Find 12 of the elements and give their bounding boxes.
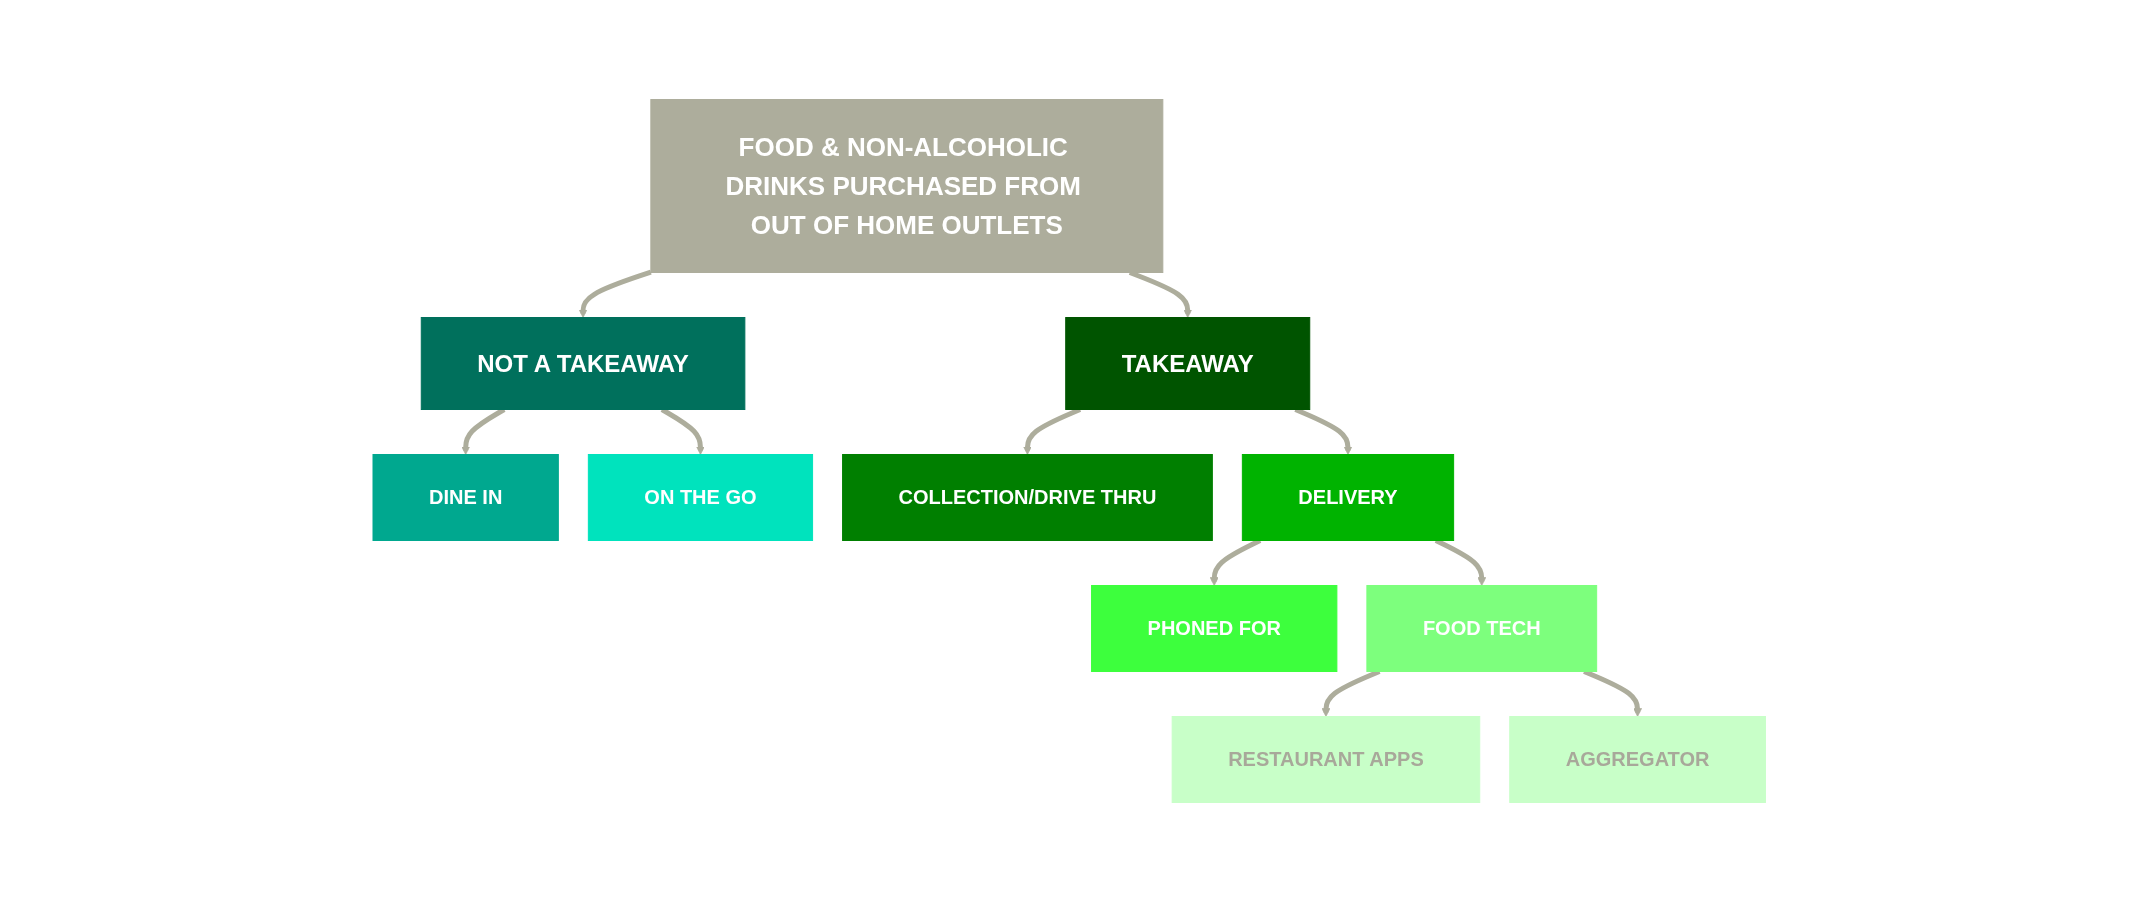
arrow	[578, 269, 652, 318]
node-box: TAKEAWAY	[1065, 317, 1311, 410]
node-box: DELIVERY	[1242, 454, 1455, 541]
node-box: RESTAURANT APPS	[1171, 716, 1481, 803]
node-box: NOT A TAKEAWAY	[421, 317, 746, 410]
node-box: PHONED FOR	[1091, 585, 1338, 672]
node-box: DINE IN	[372, 454, 560, 541]
node-box: COLLECTION/DRIVE THRU	[842, 454, 1214, 541]
node-box: AGGREGATOR	[1509, 716, 1767, 803]
node-box: ON THE GO	[588, 454, 814, 541]
node-box: FOOD TECH	[1366, 585, 1598, 672]
node-box: FOOD & NON-ALCOHOLIC DRINKS PURCHASED FROM OUT OF HOME OUTLETS	[650, 99, 1164, 273]
